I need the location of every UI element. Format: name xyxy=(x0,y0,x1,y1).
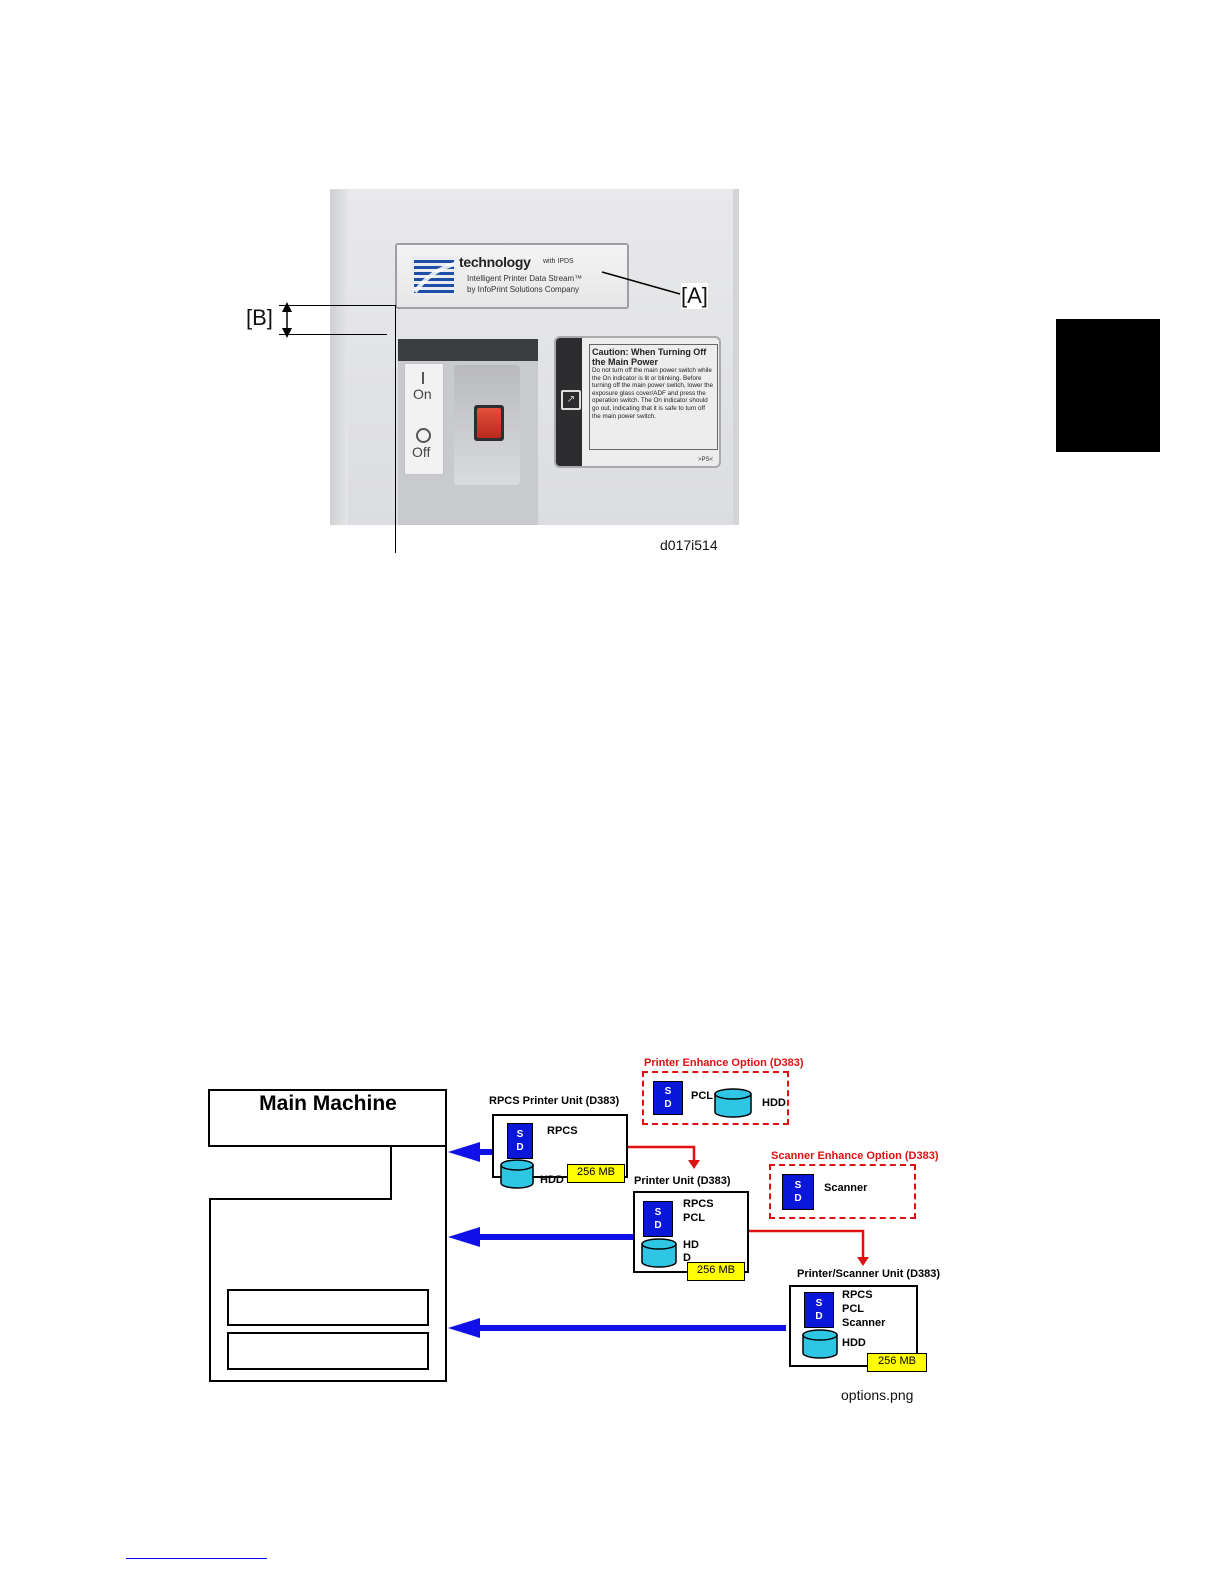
caution-footer: >PS< xyxy=(697,457,713,463)
hdd-icon xyxy=(641,1238,677,1268)
sd-letter: D xyxy=(794,1193,802,1204)
off-label: Off xyxy=(412,444,431,460)
rpcs-unit-item: RPCS xyxy=(547,1125,578,1137)
printer-unit-hdd-label: D xyxy=(683,1252,691,1264)
main-power-switch[interactable] xyxy=(474,405,504,441)
dimension-top-line xyxy=(279,305,396,306)
sd-letter: D xyxy=(516,1142,524,1153)
ibm-with-ipds-text: with IPDS xyxy=(543,258,574,265)
printer-enhance-hdd: HDD xyxy=(762,1097,786,1109)
printer-scanner-unit-item: PCL xyxy=(842,1303,864,1315)
memory-badge: 256 MB xyxy=(867,1353,927,1372)
sd-letter: D xyxy=(815,1311,823,1322)
rpcs-unit-title: RPCS Printer Unit (D383) xyxy=(489,1095,620,1107)
caution-title: Caution: When Turning Off the Main Power xyxy=(592,347,707,367)
ibm-technology-text: technology xyxy=(459,254,531,270)
callout-a: [A] xyxy=(681,283,708,309)
printer-scanner-unit-hdd-label: HDD xyxy=(842,1337,866,1349)
power-switch-photo: technology with IPDS Intelligent Printer… xyxy=(330,189,739,525)
hdd-icon xyxy=(802,1329,838,1359)
callout-a-leader xyxy=(601,271,681,295)
main-machine-outline xyxy=(208,1089,447,1382)
caution-decal-band: ↗ xyxy=(556,338,582,466)
figure1-caption: d017i514 xyxy=(660,537,718,553)
printer-enhance-option xyxy=(642,1071,789,1125)
scanner-enhance-title: Scanner Enhance Option (D383) xyxy=(771,1150,939,1162)
section-thumb-tab xyxy=(1056,319,1160,452)
sd-card-icon: S D xyxy=(782,1174,814,1210)
hdd-icon xyxy=(500,1159,534,1189)
printer-scanner-unit-title: Printer/Scanner Unit (D383) xyxy=(797,1268,941,1280)
dimension-arrow-icon xyxy=(282,302,292,338)
on-symbol-icon xyxy=(422,372,424,384)
sd-letter: S xyxy=(664,1086,672,1097)
sd-letter: D xyxy=(664,1099,672,1110)
sd-card-icon: S D xyxy=(643,1201,673,1237)
sd-card-icon: S D xyxy=(804,1292,834,1328)
connection-arrows xyxy=(448,1142,786,1338)
ibm-company-line: by InfoPrint Solutions Company xyxy=(467,285,580,294)
printer-enhance-pcl: PCL xyxy=(691,1090,713,1102)
scanner-enhance-label: Scanner xyxy=(824,1182,868,1194)
printer-enhance-title: Printer Enhance Option (D383) xyxy=(644,1057,804,1069)
sd-letter: D xyxy=(654,1220,662,1231)
sd-card-icon: S D xyxy=(507,1123,533,1159)
memory-badge: 256 MB xyxy=(567,1164,625,1183)
hdd-icon xyxy=(714,1088,752,1118)
switch-legend-plate: On Off xyxy=(404,363,444,475)
printer-scanner-unit-item: RPCS xyxy=(842,1289,873,1301)
panel-shadow xyxy=(398,339,538,361)
printer-unit-title: Printer Unit (D383) xyxy=(634,1175,731,1187)
photo-edge xyxy=(330,189,348,525)
dimension-bottom-line xyxy=(279,334,387,335)
sd-letter: S xyxy=(654,1207,662,1218)
ibm-ipds-line: Intelligent Printer Data Stream™ xyxy=(467,274,583,283)
ibm-logo-icon xyxy=(411,256,457,296)
upgrade-arrows xyxy=(628,1145,869,1266)
power-warning-icon: ↗ xyxy=(561,390,581,410)
printer-scanner-unit-item: Scanner xyxy=(842,1317,886,1329)
main-machine-label: Main Machine xyxy=(259,1092,397,1115)
rpcs-unit-hdd-label: HDD xyxy=(540,1174,564,1186)
figure2-caption: options.png xyxy=(841,1387,914,1403)
callout-b: [B] xyxy=(246,305,273,330)
sd-card-icon: S D xyxy=(653,1081,683,1115)
sd-letter: S xyxy=(794,1180,802,1191)
ibm-ipds-label: technology with IPDS Intelligent Printer… xyxy=(395,243,629,309)
reference-vertical-line xyxy=(395,305,396,553)
caution-decal: ↗ Caution: When Turning Off the Main Pow… xyxy=(554,336,721,468)
sd-letter: S xyxy=(815,1298,823,1309)
photo-edge xyxy=(733,189,739,525)
caution-body: Do not turn off the main power switch wh… xyxy=(592,367,713,420)
on-label: On xyxy=(413,386,432,402)
scanner-enhance-option xyxy=(769,1164,916,1219)
rocker-well xyxy=(454,365,520,485)
memory-badge: 256 MB xyxy=(687,1262,745,1281)
main-power-switch-panel: On Off xyxy=(398,339,538,525)
printer-unit-item: PCL xyxy=(683,1212,705,1224)
printer-unit-item: RPCS xyxy=(683,1198,714,1210)
rocker-red-face xyxy=(477,408,501,438)
caution-text-block: Caution: When Turning Off the Main Power… xyxy=(589,344,718,450)
off-symbol-icon xyxy=(416,428,431,443)
footer-link-underline xyxy=(126,1558,267,1559)
sd-letter: S xyxy=(516,1129,524,1140)
printer-unit-hdd-label: HD xyxy=(683,1239,699,1251)
